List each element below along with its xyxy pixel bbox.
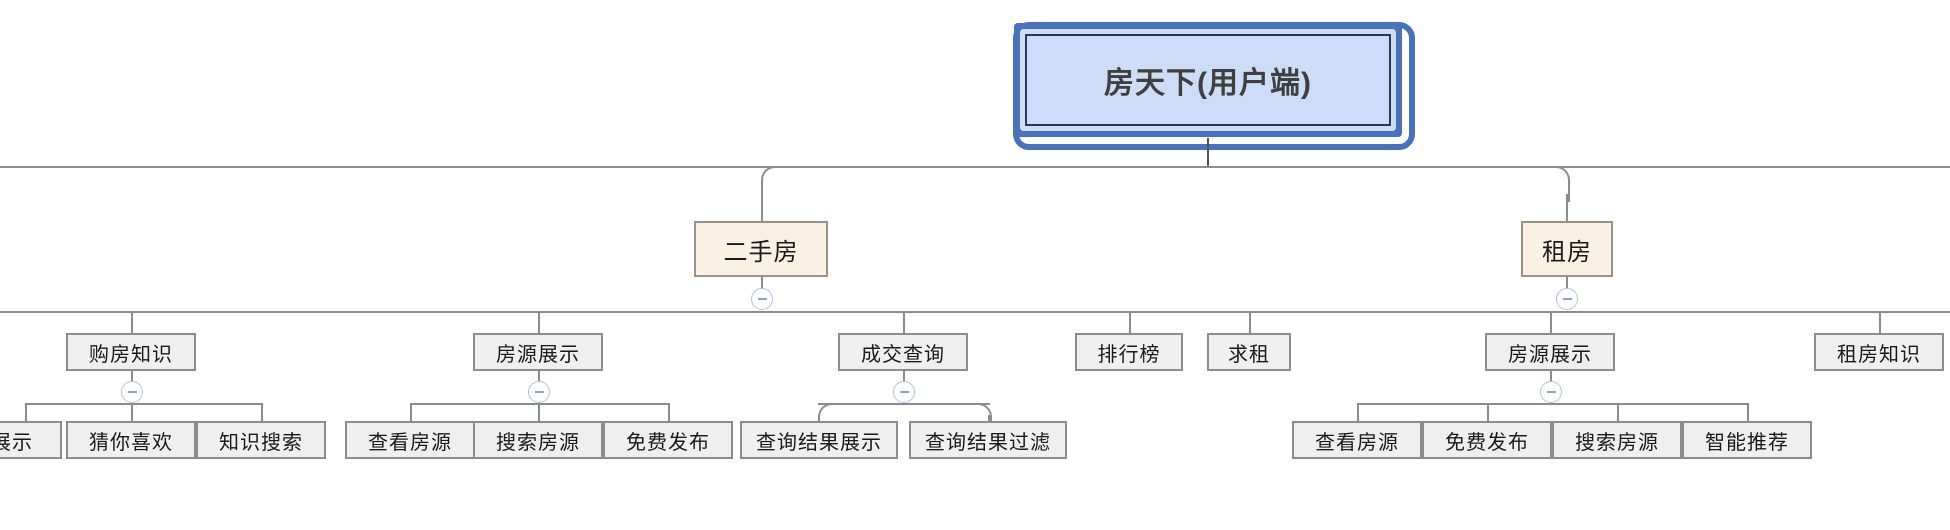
connector-level4-stem-chaxunjieguozhanshi	[818, 415, 820, 421]
node-chakanfangyuan-zufang[interactable]: 查看房源	[1292, 421, 1422, 459]
connector-goufangzhishi-down	[131, 371, 133, 383]
minus-glyph	[757, 298, 767, 300]
connector-level3-stem-fangyuanzhanshi-1	[538, 311, 540, 333]
connector-ershoufang-stem	[761, 194, 763, 222]
collapse-minus-icon-zufang[interactable]	[1556, 288, 1578, 310]
connector-zufang-stem	[1566, 194, 1568, 222]
connector-chengjiaochaxun-down	[903, 371, 905, 383]
node-fangyuanzhanshi-zufang[interactable]: 房源展示	[1485, 333, 1615, 371]
branch-node-zufang-label: 租房	[1542, 238, 1592, 266]
node-chakanfangyuan-ershoufang[interactable]: 查看房源	[345, 421, 475, 459]
node-zhishisousuo-label: 知识搜索	[219, 431, 303, 454]
node-zufangzhishi-label: 租房知识	[1837, 343, 1921, 366]
node-cainixihuan[interactable]: 猜你喜欢	[66, 421, 196, 459]
node-chaxunjieguozhanshi-label: 查询结果展示	[756, 431, 882, 454]
node-goufangzhishi-label: 购房知识	[89, 343, 173, 366]
node-chakanfangyuan-zufang-label: 查看房源	[1315, 431, 1399, 454]
node-goufangzhishi[interactable]: 购房知识	[66, 333, 196, 371]
root-node[interactable]: 房天下(用户端)	[1025, 34, 1391, 126]
node-paihangbang[interactable]: 排行榜	[1075, 333, 1183, 371]
branch-node-zufang[interactable]: 租房	[1521, 221, 1613, 277]
node-chengjiaochaxun[interactable]: 成交查询	[838, 333, 968, 371]
connector-level3-stem-zufangzhishi	[1879, 311, 1881, 333]
branch-node-ershoufang[interactable]: 二手房	[694, 221, 828, 277]
node-zhinengtuijian[interactable]: 智能推荐	[1682, 421, 1812, 459]
minus-glyph	[534, 391, 544, 393]
node-mianfeifabu-ershoufang[interactable]: 免费发布	[603, 421, 733, 459]
connector-zufang-down	[1566, 277, 1568, 291]
node-fangyuanzhanshi-zufang-label: 房源展示	[1508, 343, 1592, 366]
connector-level3-stem-qiuzu	[1249, 311, 1251, 333]
minus-glyph	[899, 391, 909, 393]
node-qiuzu[interactable]: 求租	[1207, 333, 1291, 371]
collapse-minus-icon-fangyuanzhanshi-1[interactable]	[528, 381, 550, 403]
collapse-minus-icon-ershoufang[interactable]	[751, 288, 773, 310]
collapse-minus-icon-chengjiaochaxun[interactable]	[893, 381, 915, 403]
connector-level4-stem-chakanfangyuan-1	[410, 403, 412, 421]
node-zufangzhishi[interactable]: 租房知识	[1814, 333, 1944, 371]
node-qiuzu-label: 求租	[1228, 343, 1270, 366]
connector-level4-stem-cainixihuan	[131, 403, 133, 421]
node-zhanshi[interactable]: 展示	[0, 421, 62, 459]
node-chaxunjieguozhanshi[interactable]: 查询结果展示	[740, 421, 898, 459]
connector-level4-stem-sousuofangyuan-2	[1617, 403, 1619, 421]
connector-level3-stem-goufangzhishi	[131, 311, 133, 333]
connector-level4-stem-zhinengtuijian	[1747, 403, 1749, 421]
connector-level4-bus-fangyuanzhanshi-2	[1357, 403, 1747, 405]
node-sousuofangyuan-zufang-label: 搜索房源	[1575, 431, 1659, 454]
node-mianfeifabu-ershoufang-label: 免费发布	[626, 431, 710, 454]
connector-level4-bus-goufangzhishi	[25, 403, 261, 405]
node-sousuofangyuan-zufang[interactable]: 搜索房源	[1552, 421, 1682, 459]
node-chakanfangyuan-ershoufang-label: 查看房源	[368, 431, 452, 454]
root-node-label: 房天下(用户端)	[1104, 67, 1312, 100]
connector-fangyuanzhanshi-2-down	[1550, 371, 1552, 383]
connector-level4-stem-chaxunjieguoguolv	[988, 415, 990, 421]
node-mianfeifabu-zufang[interactable]: 免费发布	[1422, 421, 1552, 459]
node-chaxunjieguoguolv-label: 查询结果过滤	[925, 431, 1051, 454]
node-sousuofangyuan-ershoufang-label: 搜索房源	[496, 431, 580, 454]
minus-glyph	[1562, 298, 1572, 300]
collapse-minus-icon-fangyuanzhanshi-2[interactable]	[1540, 381, 1562, 403]
connector-level4-stem-mianfeifabu-1	[668, 403, 670, 421]
node-fangyuanzhanshi-ershoufang-label: 房源展示	[496, 343, 580, 366]
node-cainixihuan-label: 猜你喜欢	[89, 431, 173, 454]
connector-level4-stem-chakanfangyuan-2	[1357, 403, 1359, 421]
node-mianfeifabu-zufang-label: 免费发布	[1445, 431, 1529, 454]
connector-ershoufang-down	[761, 277, 763, 291]
node-zhishisousuo[interactable]: 知识搜索	[196, 421, 326, 459]
minus-glyph	[1546, 391, 1556, 393]
connector-fangyuanzhanshi-1-down	[538, 371, 540, 383]
connector-main-bus	[0, 166, 1950, 168]
connector-level4-corner-right-chengjiao	[966, 403, 992, 425]
connector-bus-to-zufang	[1544, 166, 1570, 202]
node-chengjiaochaxun-label: 成交查询	[861, 343, 945, 366]
connector-level3-bus-left	[0, 311, 1950, 313]
node-chaxunjieguoguolv[interactable]: 查询结果过滤	[909, 421, 1067, 459]
connector-level3-stem-fangyuanzhanshi-2	[1550, 311, 1552, 333]
connector-level3-stem-chengjiaochaxun	[903, 311, 905, 333]
node-paihangbang-label: 排行榜	[1097, 343, 1161, 366]
node-sousuofangyuan-ershoufang[interactable]: 搜索房源	[473, 421, 603, 459]
connector-level4-stem-zhanshi	[25, 403, 27, 421]
root-node-frame	[1013, 22, 1415, 150]
connector-level3-stem-paihangbang	[1129, 311, 1131, 333]
connector-level4-stem-mianfeifabu-2	[1487, 403, 1489, 421]
connector-level4-bus-chengjiaochaxun	[818, 403, 990, 405]
connector-level4-stem-sousuofangyuan-1	[538, 403, 540, 421]
collapse-minus-icon-goufangzhishi[interactable]	[121, 381, 143, 403]
connector-bus-to-ershoufang	[761, 166, 787, 202]
node-fangyuanzhanshi-ershoufang[interactable]: 房源展示	[473, 333, 603, 371]
branch-node-ershoufang-label: 二手房	[723, 238, 799, 266]
minus-glyph	[127, 391, 137, 393]
connector-level4-stem-zhishisousuo	[261, 403, 263, 421]
node-zhanshi-label: 展示	[0, 431, 33, 454]
node-zhinengtuijian-label: 智能推荐	[1705, 431, 1789, 454]
connector-root-stem	[1207, 138, 1209, 167]
